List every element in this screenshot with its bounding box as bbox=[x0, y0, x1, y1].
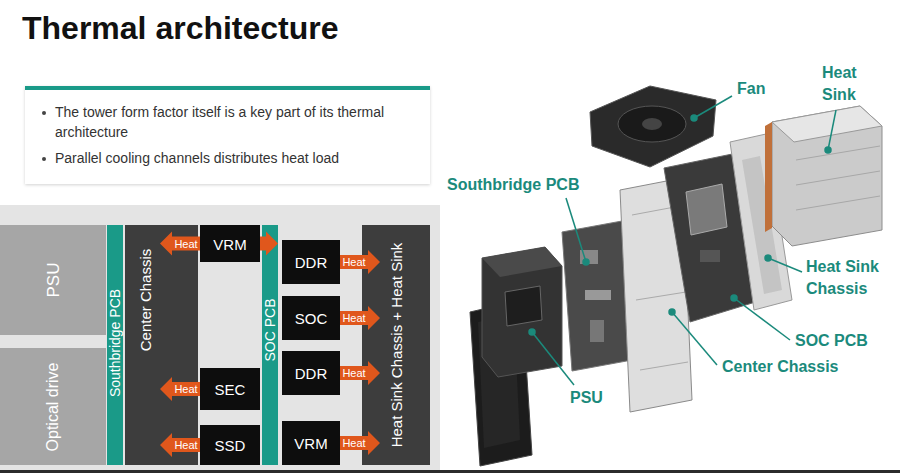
component-block: SSD bbox=[200, 425, 260, 465]
heat-label: Heat bbox=[341, 312, 366, 324]
vertical-block: SOC PCB bbox=[262, 225, 278, 465]
heat-label: Heat bbox=[341, 437, 366, 449]
heat-label: Heat bbox=[173, 238, 198, 250]
block-label: VRM bbox=[294, 436, 327, 451]
vertical-label: Heat Sink Chassis + Heat Sink bbox=[389, 243, 404, 448]
block-label: DDR bbox=[295, 366, 328, 381]
callout-label: Center Chassis bbox=[722, 356, 839, 378]
bullet-text: Parallel cooling channels distributes he… bbox=[55, 148, 416, 168]
vertical-label: Optical drive bbox=[45, 362, 61, 451]
leader-lines bbox=[529, 96, 836, 385]
vertical-block: Center Chassis bbox=[125, 225, 198, 465]
bullet-box: The tower form factor itself is a key pa… bbox=[25, 86, 430, 184]
block-label: DDR bbox=[295, 255, 328, 270]
callout-label: Heat Sink Chassis bbox=[806, 256, 890, 300]
component-block: DDR bbox=[282, 240, 340, 284]
psu-unit bbox=[482, 247, 562, 377]
heat-label: Heat bbox=[341, 256, 366, 268]
bullet-dot bbox=[42, 157, 46, 161]
heat-label: Heat bbox=[341, 367, 366, 379]
component-block: VRM bbox=[282, 421, 340, 465]
fan-unit bbox=[590, 86, 716, 167]
callout-label: Fan bbox=[737, 78, 765, 100]
bottom-rule bbox=[0, 470, 900, 473]
callout-label: SOC PCB bbox=[795, 330, 868, 352]
slide-title: Thermal architecture bbox=[22, 10, 339, 47]
vertical-block: PSU bbox=[0, 225, 106, 335]
callout-label: Southbridge PCB bbox=[447, 174, 579, 196]
bullet-item: Parallel cooling channels distributes he… bbox=[39, 148, 416, 168]
callout-label: PSU bbox=[570, 387, 603, 409]
bullet-dot bbox=[42, 111, 46, 115]
block-label: VRM bbox=[213, 236, 246, 251]
callout-label: Heat Sink bbox=[822, 62, 872, 106]
vertical-label: SOC PCB bbox=[263, 298, 277, 361]
component-block: SEC bbox=[200, 368, 260, 410]
vertical-label: PSU bbox=[45, 263, 62, 298]
vertical-label: Southbridge PCB bbox=[108, 289, 122, 397]
vertical-block: Southbridge PCB bbox=[107, 225, 123, 465]
block-label: SSD bbox=[215, 438, 246, 453]
southbridge-board bbox=[562, 221, 632, 371]
block-label: SEC bbox=[215, 382, 246, 397]
bullet-text: The tower form factor itself is a key pa… bbox=[55, 102, 416, 142]
component-block: DDR bbox=[282, 351, 340, 395]
component-block: VRM bbox=[200, 225, 260, 262]
heat-label: Heat bbox=[173, 383, 198, 395]
block-label: SOC bbox=[295, 311, 328, 326]
vertical-label: Center Chassis bbox=[138, 249, 153, 352]
bullet-item: The tower form factor itself is a key pa… bbox=[39, 102, 416, 142]
heat-sink-block bbox=[765, 106, 882, 246]
component-block: SOC bbox=[282, 296, 340, 340]
heat-label: Heat bbox=[173, 439, 198, 451]
vertical-block: Optical drive bbox=[0, 348, 106, 465]
